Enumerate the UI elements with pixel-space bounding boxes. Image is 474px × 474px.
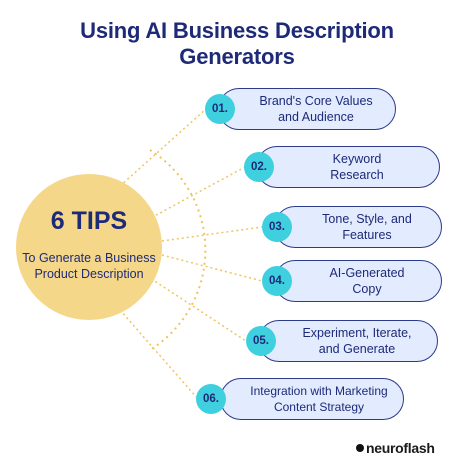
brand-name: neuroflash <box>366 440 435 456</box>
hub-subtitle: To Generate a Business Product Descripti… <box>22 251 156 281</box>
tip-pill-6: Integration with Marketing Content Strat… <box>220 378 404 420</box>
brand-logo: neuroflash <box>356 438 460 458</box>
tip-number-badge-6: 06. <box>196 384 226 414</box>
tips-hub-circle: 6 TIPS To Generate a Business Product De… <box>16 174 162 320</box>
tip-label-2: Keyword Research <box>330 152 384 182</box>
title-line-2: Generators <box>179 44 295 69</box>
hub-title: 6 TIPS <box>50 207 128 235</box>
connector-tip-4 <box>161 254 263 282</box>
tip-number-badge-1: 01. <box>205 94 235 124</box>
tip-label-3: Tone, Style, and Features <box>322 212 412 242</box>
tip-label-1: Brand's Core Values and Audience <box>259 94 373 124</box>
tip-pill-5: Experiment, Iterate, and Generate <box>258 320 438 362</box>
tip-number-badge-4: 04. <box>262 266 292 296</box>
connector-tip-3 <box>161 226 263 242</box>
tip-label-4: AI-Generated Copy <box>329 266 405 296</box>
connector-tip-2 <box>146 166 246 221</box>
title-line-1: Using AI Business Description <box>80 18 394 43</box>
tip-label-5: Experiment, Iterate, and Generate <box>302 326 412 356</box>
connector-tip-6 <box>119 309 199 400</box>
diagram-title: Using AI Business Description Generators <box>0 18 474 70</box>
tip-pill-4: AI-Generated Copy <box>274 260 442 302</box>
hub-arc <box>149 149 207 351</box>
tip-number-badge-2: 02. <box>244 152 274 182</box>
tip-pill-3: Tone, Style, and Features <box>274 206 442 248</box>
tip-pill-1: Brand's Core Values and Audience <box>218 88 396 130</box>
connector-tip-1 <box>119 108 207 187</box>
tip-number-badge-5: 05. <box>246 326 276 356</box>
tip-pill-2: Keyword Research <box>256 146 440 188</box>
brand-dot-icon <box>356 444 364 452</box>
tip-number-badge-3: 03. <box>262 212 292 242</box>
connector-tip-5 <box>146 275 247 342</box>
tip-label-6: Integration with Marketing Content Strat… <box>250 384 388 414</box>
